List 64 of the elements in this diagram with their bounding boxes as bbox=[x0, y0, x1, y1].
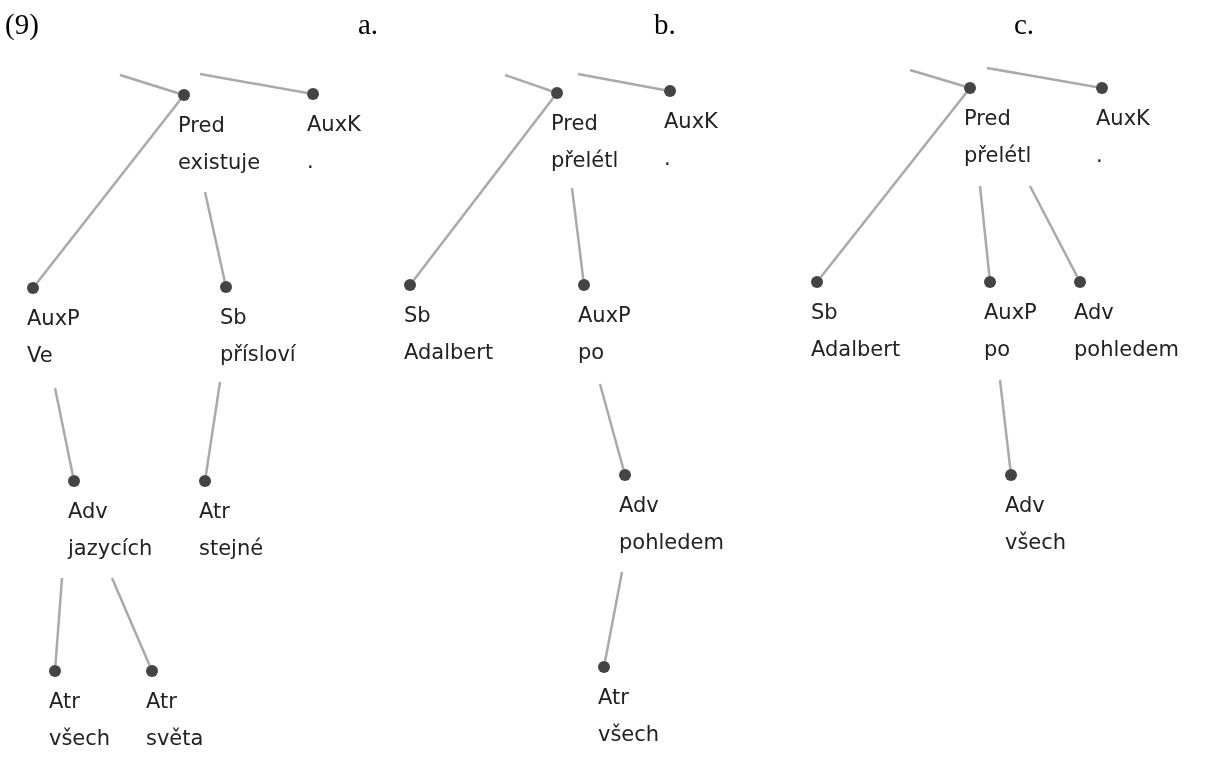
function-label: Adv bbox=[1074, 299, 1115, 326]
panel-letter: a. bbox=[358, 8, 379, 41]
word-label: přísloví bbox=[220, 341, 296, 368]
function-label: Adv bbox=[1005, 492, 1046, 519]
function-label: Atr bbox=[598, 684, 630, 711]
function-label: AuxP bbox=[27, 305, 80, 332]
word-label: pohledem bbox=[619, 529, 724, 556]
tree-edge bbox=[199, 72, 308, 95]
tree-edge bbox=[986, 66, 1097, 89]
tree-edge bbox=[204, 381, 222, 476]
word-label: . bbox=[1096, 142, 1104, 169]
example-number: (9) bbox=[5, 8, 39, 41]
word-label: po bbox=[984, 336, 1012, 363]
tree-edge bbox=[110, 577, 151, 666]
word-label: všech bbox=[598, 721, 660, 748]
tree-edge bbox=[504, 73, 552, 93]
function-label: Adv bbox=[68, 498, 109, 525]
word-label: Adalbert bbox=[404, 339, 494, 366]
tree-edge bbox=[119, 73, 179, 95]
tree-edge bbox=[412, 97, 555, 281]
function-label: AuxK bbox=[1096, 105, 1150, 132]
word-label: jazycích bbox=[68, 535, 153, 562]
word-label: po bbox=[578, 339, 606, 366]
word-label: Adalbert bbox=[811, 336, 901, 363]
function-label: Adv bbox=[619, 492, 660, 519]
tree-edge bbox=[598, 383, 625, 470]
function-label: Pred bbox=[964, 105, 1012, 132]
function-label: AuxP bbox=[578, 302, 631, 329]
function-label: Atr bbox=[146, 688, 178, 715]
word-label: existuje bbox=[178, 149, 261, 176]
function-label: AuxK bbox=[664, 108, 718, 135]
tree-edge bbox=[998, 379, 1012, 470]
tree-edge bbox=[53, 387, 75, 476]
tree-edge bbox=[1028, 185, 1079, 278]
word-label: přelétl bbox=[551, 147, 619, 174]
function-label: AuxP bbox=[984, 299, 1037, 326]
function-label: Pred bbox=[551, 110, 599, 137]
word-label: . bbox=[307, 148, 315, 175]
function-label: Atr bbox=[199, 498, 231, 525]
tree-edge bbox=[570, 187, 585, 280]
word-label: . bbox=[664, 145, 672, 172]
word-label: světa bbox=[146, 725, 204, 752]
word-label: Ve bbox=[27, 342, 54, 369]
word-label: pohledem bbox=[1074, 336, 1179, 363]
tree-edge bbox=[577, 72, 665, 92]
function-label: Sb bbox=[404, 302, 432, 329]
tree-edge bbox=[203, 191, 226, 282]
function-label: Sb bbox=[220, 304, 248, 331]
panel-letter: b. bbox=[654, 8, 676, 41]
function-label: AuxK bbox=[307, 111, 361, 138]
tree-edge bbox=[909, 68, 965, 88]
tree-edge bbox=[819, 91, 968, 279]
word-label: přelétl bbox=[964, 142, 1032, 169]
function-label: Pred bbox=[178, 112, 226, 139]
word-label: všech bbox=[49, 725, 111, 752]
tree-edge bbox=[35, 98, 182, 285]
panel-letter: c. bbox=[1014, 8, 1035, 41]
tree-edge bbox=[978, 185, 991, 277]
word-label: všech bbox=[1005, 529, 1067, 556]
tree-edge bbox=[54, 577, 64, 666]
tree-edge bbox=[603, 571, 624, 662]
function-label: Atr bbox=[49, 688, 81, 715]
function-label: Sb bbox=[811, 299, 839, 326]
word-label: stejné bbox=[199, 535, 264, 562]
